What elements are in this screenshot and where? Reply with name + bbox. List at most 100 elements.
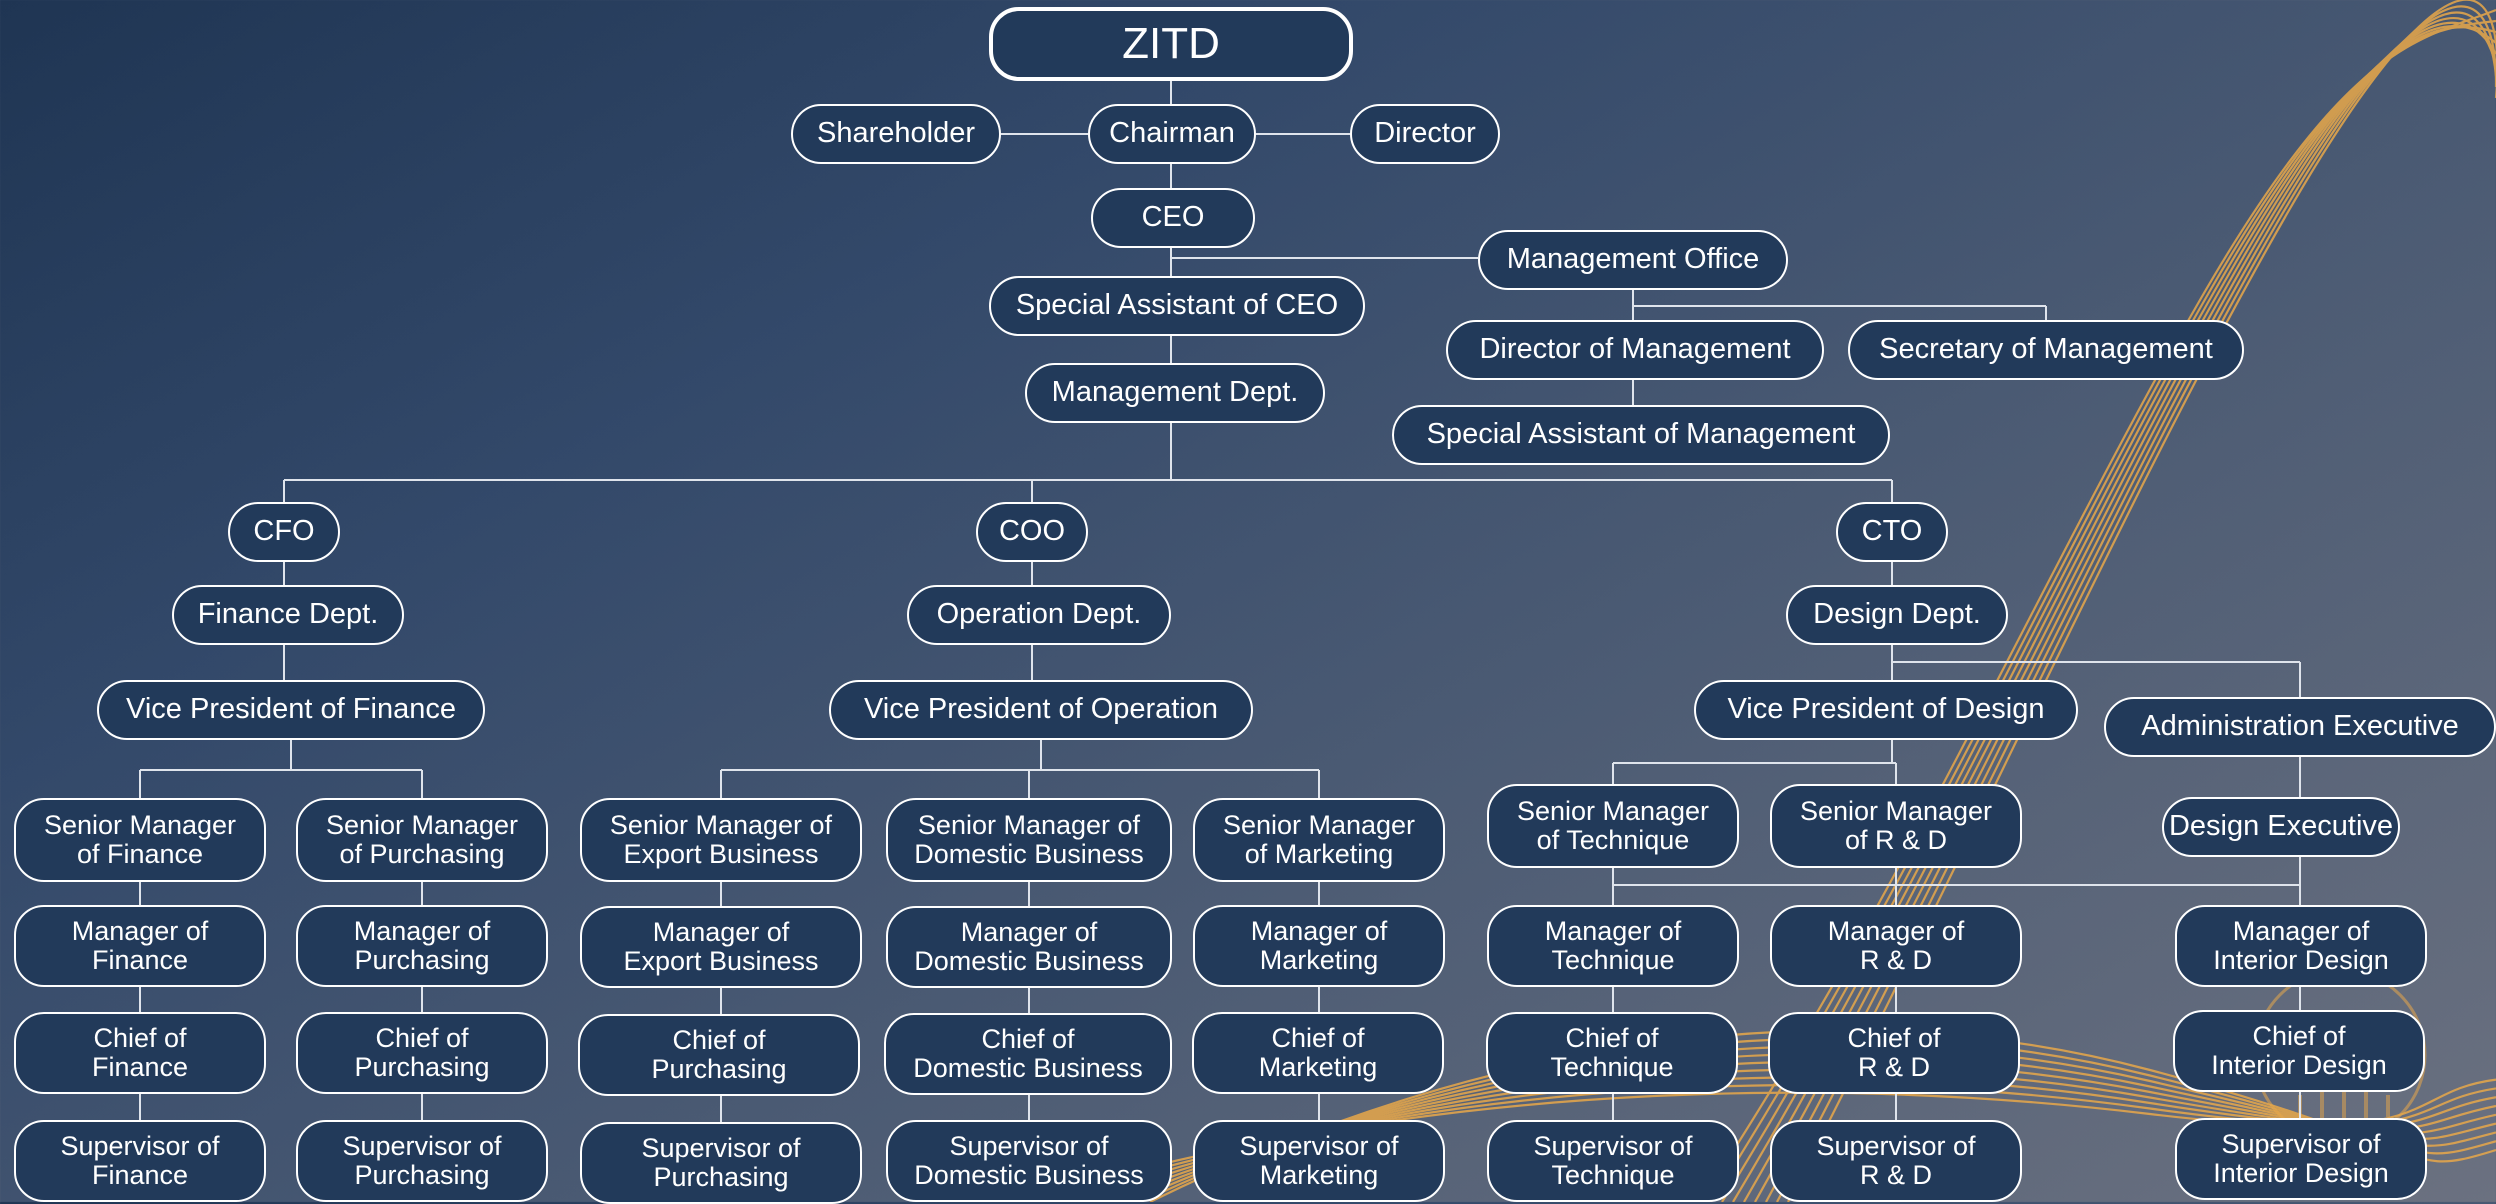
org-node-line: Purchasing bbox=[354, 945, 490, 975]
org-node-line: Senior Manager bbox=[1222, 809, 1416, 840]
org-node-line: Vice President of Design bbox=[1727, 693, 2045, 726]
org-node-line: Finance bbox=[91, 1052, 189, 1082]
org-node-line: Senior Manager bbox=[43, 809, 237, 840]
org-node-line: Purchasing bbox=[354, 1160, 490, 1190]
org-node-line: Supervisor of bbox=[60, 1130, 220, 1161]
org-node-line: Interior Design bbox=[2213, 1158, 2389, 1188]
org-node-line: of Marketing bbox=[1244, 839, 1394, 869]
org-node-operation-dept: Operation Dept. bbox=[907, 585, 1171, 645]
org-node-line: Manager of bbox=[1544, 915, 1682, 946]
org-node-line: Purchasing bbox=[354, 1052, 490, 1082]
org-node-line: Marketing bbox=[1259, 1160, 1379, 1190]
org-node-line: Vice President of Operation bbox=[863, 693, 1219, 726]
gold-wave-line bbox=[1149, 1068, 2496, 1182]
org-node-line: Technique bbox=[1550, 1052, 1674, 1082]
org-node-line: Special Assistant of Management bbox=[1426, 418, 1856, 451]
org-node-line: CEO bbox=[1141, 201, 1205, 234]
org-node-director: Director bbox=[1350, 104, 1500, 164]
org-node-line: Chief of bbox=[375, 1022, 469, 1053]
org-node-line: Senior Manager of bbox=[609, 809, 833, 840]
gold-wave-line bbox=[1149, 1076, 2496, 1177]
org-node-line: of Finance bbox=[76, 839, 204, 869]
org-node-secretary-management: Secretary of Management bbox=[1848, 320, 2244, 380]
org-node-line: Manager of bbox=[960, 916, 1098, 947]
org-node-line: Domestic Business bbox=[913, 1053, 1143, 1083]
org-node-line: Chairman bbox=[1109, 117, 1235, 150]
org-node-line: Supervisor of bbox=[1239, 1130, 1399, 1161]
org-node-coo: COO bbox=[976, 502, 1088, 562]
org-node-line: Technique bbox=[1551, 945, 1675, 975]
org-node-shareholder: Shareholder bbox=[791, 104, 1001, 164]
org-node-administration-executive: Administration Executive bbox=[2104, 697, 2496, 757]
org-title: ZITD bbox=[989, 7, 1353, 81]
org-node-line: Supervisor of bbox=[1533, 1130, 1693, 1161]
org-node-line: Manager of bbox=[2232, 915, 2370, 946]
org-node-line: Supervisor of bbox=[949, 1130, 1109, 1161]
org-node-vp-design: Vice President of Design bbox=[1694, 680, 2078, 740]
org-node-management-dept: Management Dept. bbox=[1025, 363, 1325, 423]
org-node-line: Export Business bbox=[623, 946, 819, 976]
org-node-line: Chief of bbox=[2252, 1020, 2346, 1051]
org-node-line: COO bbox=[998, 515, 1066, 548]
org-node-line: Finance Dept. bbox=[197, 598, 379, 631]
org-node-cto: CTO bbox=[1836, 502, 1948, 562]
gold-wave-line bbox=[1149, 1078, 2496, 1168]
org-node-ceo: CEO bbox=[1091, 188, 1255, 248]
org-node-line: Interior Design bbox=[2213, 945, 2389, 975]
org-node-line: CTO bbox=[1861, 515, 1923, 548]
org-node-special-assistant-management: Special Assistant of Management bbox=[1392, 405, 1890, 465]
org-node-line: Director of Management bbox=[1479, 333, 1791, 366]
org-node-line: Domestic Business bbox=[914, 946, 1144, 976]
org-node-line: Supervisor of bbox=[1816, 1130, 1976, 1161]
org-node-line: Administration Executive bbox=[2141, 710, 2459, 743]
org-node-line: Senior Manager of bbox=[917, 809, 1141, 840]
gold-wave-line bbox=[1787, 0, 2496, 1202]
org-node-chairman: Chairman bbox=[1088, 104, 1256, 164]
org-node-line: Purchasing bbox=[651, 1054, 787, 1084]
org-node-line: Interior Design bbox=[2211, 1050, 2387, 1080]
org-node-line: of Purchasing bbox=[339, 839, 505, 869]
org-node-line: Domestic Business bbox=[914, 839, 1144, 869]
org-node-line: CFO bbox=[253, 515, 315, 548]
org-node-cfo: CFO bbox=[228, 502, 340, 562]
org-node-line: Marketing bbox=[1259, 945, 1379, 975]
org-node-line: Director bbox=[1374, 117, 1476, 150]
org-node-line: Senior Manager bbox=[1516, 795, 1710, 826]
org-node-line: Manager of bbox=[71, 915, 209, 946]
org-node-line: Purchasing bbox=[653, 1162, 789, 1192]
org-node-line: of R & D bbox=[1844, 825, 1948, 855]
org-node-line: Manager of bbox=[652, 916, 790, 947]
org-node-line: Marketing bbox=[1258, 1052, 1378, 1082]
org-node-vp-operation: Vice President of Operation bbox=[829, 680, 1253, 740]
org-node-line: Management Dept. bbox=[1051, 376, 1299, 409]
org-node-line: Finance bbox=[91, 1160, 189, 1190]
org-node-line: Chief of bbox=[1847, 1022, 1941, 1053]
org-node-line: R & D bbox=[1857, 1052, 1930, 1082]
org-node-line: Supervisor of bbox=[641, 1132, 801, 1163]
org-node-line: Senior Manager bbox=[325, 809, 519, 840]
org-node-line: Vice President of Finance bbox=[126, 693, 456, 726]
org-node-line: Manager of bbox=[353, 915, 491, 946]
org-node-design-executive: Design Executive bbox=[2162, 797, 2400, 857]
